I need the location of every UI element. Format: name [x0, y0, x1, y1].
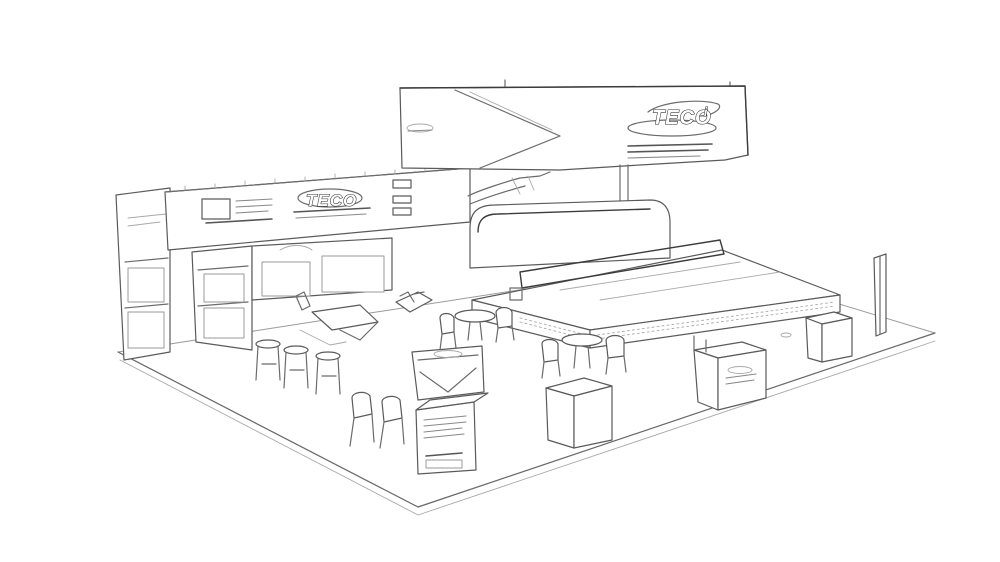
back-wall-sign-2 — [392, 195, 412, 204]
left-meeting-area — [191, 237, 433, 351]
back-wall-logo-text: TECO — [306, 191, 357, 210]
chair-3 — [541, 338, 561, 379]
hanging-sign: TECO i — [399, 79, 749, 213]
floor-marker — [780, 332, 792, 338]
back-wall-logo: TECO — [293, 188, 371, 219]
bar-stool-1 — [255, 339, 281, 381]
display-box-right — [805, 311, 853, 363]
bar-stools — [255, 329, 347, 395]
round-table-2 — [561, 333, 603, 369]
kiosk-chairs — [349, 391, 405, 449]
center-seating — [439, 306, 627, 379]
back-wall-text-block — [205, 198, 273, 224]
back-wall-screen — [201, 198, 231, 220]
chair-1 — [439, 312, 457, 351]
hanging-sign-logo: TECO i — [627, 100, 721, 159]
reception-counter — [411, 345, 489, 475]
chair-5 — [349, 391, 375, 447]
central-backdrop — [467, 171, 671, 269]
chair-2 — [495, 306, 515, 343]
totem-pole — [873, 253, 887, 337]
bar-stool-2 — [283, 345, 309, 389]
display-box-center — [545, 377, 613, 449]
chair-4 — [605, 334, 627, 375]
back-wall-sign-3 — [392, 207, 412, 216]
info-counter-right — [693, 335, 767, 411]
back-wall-sign-1 — [392, 179, 412, 189]
info-counter-logo — [725, 366, 757, 385]
chair-6 — [379, 395, 405, 449]
kiosk-text — [423, 415, 467, 457]
bar-stool-3 — [315, 351, 341, 395]
fascia-lights — [184, 166, 426, 191]
counter-logo — [433, 350, 463, 358]
left-side-wall — [115, 187, 171, 361]
hanging-sign-logo-superscript: i — [704, 105, 708, 119]
hanging-sign-logo-text: TECO — [652, 107, 712, 129]
round-table-1 — [454, 309, 496, 341]
back-wall: TECO — [164, 166, 471, 251]
hanging-sign-small-logo — [406, 123, 434, 133]
